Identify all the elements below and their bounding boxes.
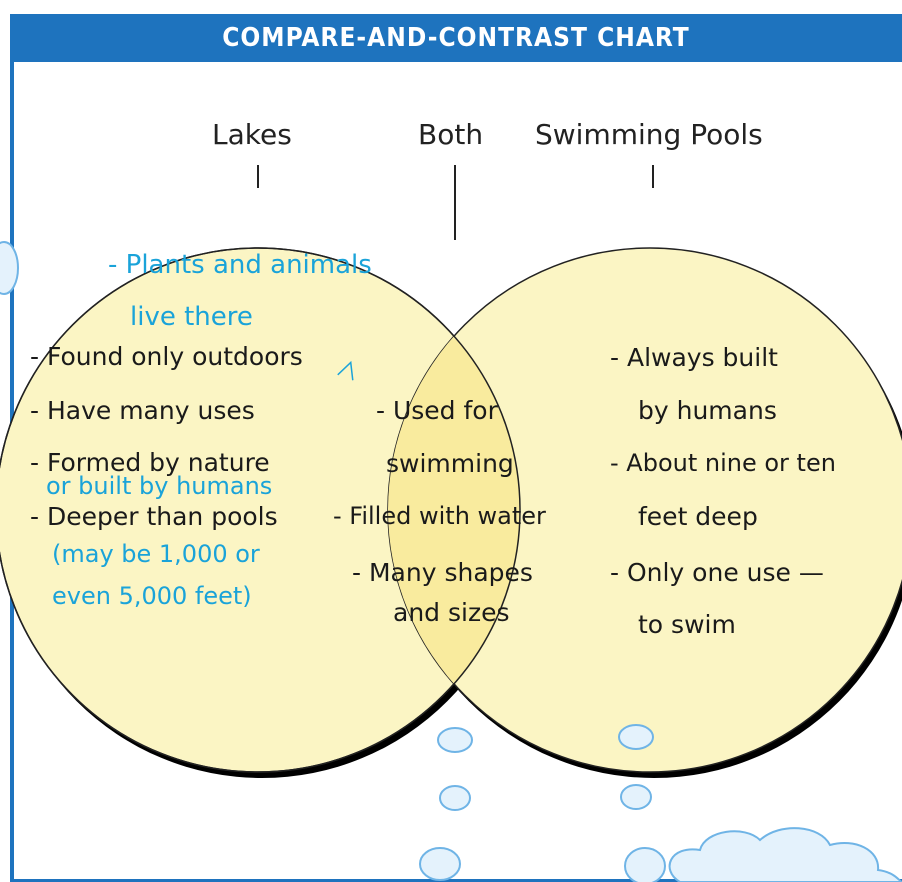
chart-title: COMPARE-AND-CONTRAST CHART	[10, 14, 902, 62]
lakes-label: Lakes	[212, 118, 292, 151]
pools-item-by-humans: by humans	[638, 396, 777, 425]
pools-item-to-swim: to swim	[638, 610, 736, 639]
pools-item-always-built: - Always built	[610, 343, 778, 372]
lakes-item-many-uses: - Have many uses	[30, 396, 255, 425]
lakes-insert-live-there: live there	[130, 302, 253, 332]
bubble-decoration-1	[437, 727, 473, 753]
pools-item-feet-deep: feet deep	[638, 502, 758, 531]
bubble-decoration-left-1	[0, 241, 19, 295]
pools-item-only-one-use: - Only one use —	[610, 558, 824, 587]
bubble-decoration-6	[624, 847, 666, 882]
bubble-decoration-3	[419, 847, 461, 881]
insert-caret-1	[337, 360, 354, 381]
lakes-circle-outline	[0, 247, 521, 773]
lakes-insert-built-by-humans: or built by humans	[46, 472, 273, 500]
swimming-pools-label: Swimming Pools	[535, 118, 763, 151]
bubble-decoration-5	[620, 784, 652, 810]
both-item-swimming: swimming	[386, 449, 514, 478]
both-item-and-sizes: and sizes	[393, 598, 510, 627]
bubble-decoration-4	[618, 724, 654, 750]
lakes-item-deeper-than-pools: - Deeper than pools	[30, 502, 278, 531]
bubble-decoration-2	[439, 785, 471, 811]
pools-item-nine-or-ten: - About nine or ten	[610, 449, 836, 477]
lakes-insert-plants-animals: - Plants and animals	[108, 250, 372, 280]
lakes-insert-depth-2: even 5,000 feet)	[52, 582, 252, 610]
thought-cloud	[668, 827, 902, 882]
lakes-insert-depth-1: (may be 1,000 or	[52, 540, 260, 568]
lakes-item-found-outdoors: - Found only outdoors	[30, 342, 303, 371]
both-label: Both	[418, 118, 484, 151]
both-item-used-for: - Used for	[376, 396, 498, 425]
both-item-many-shapes: - Many shapes	[352, 558, 533, 587]
lakes-item-formed-by-nature: - Formed by nature	[30, 448, 270, 477]
both-item-filled-with-water: - Filled with water	[333, 502, 546, 530]
